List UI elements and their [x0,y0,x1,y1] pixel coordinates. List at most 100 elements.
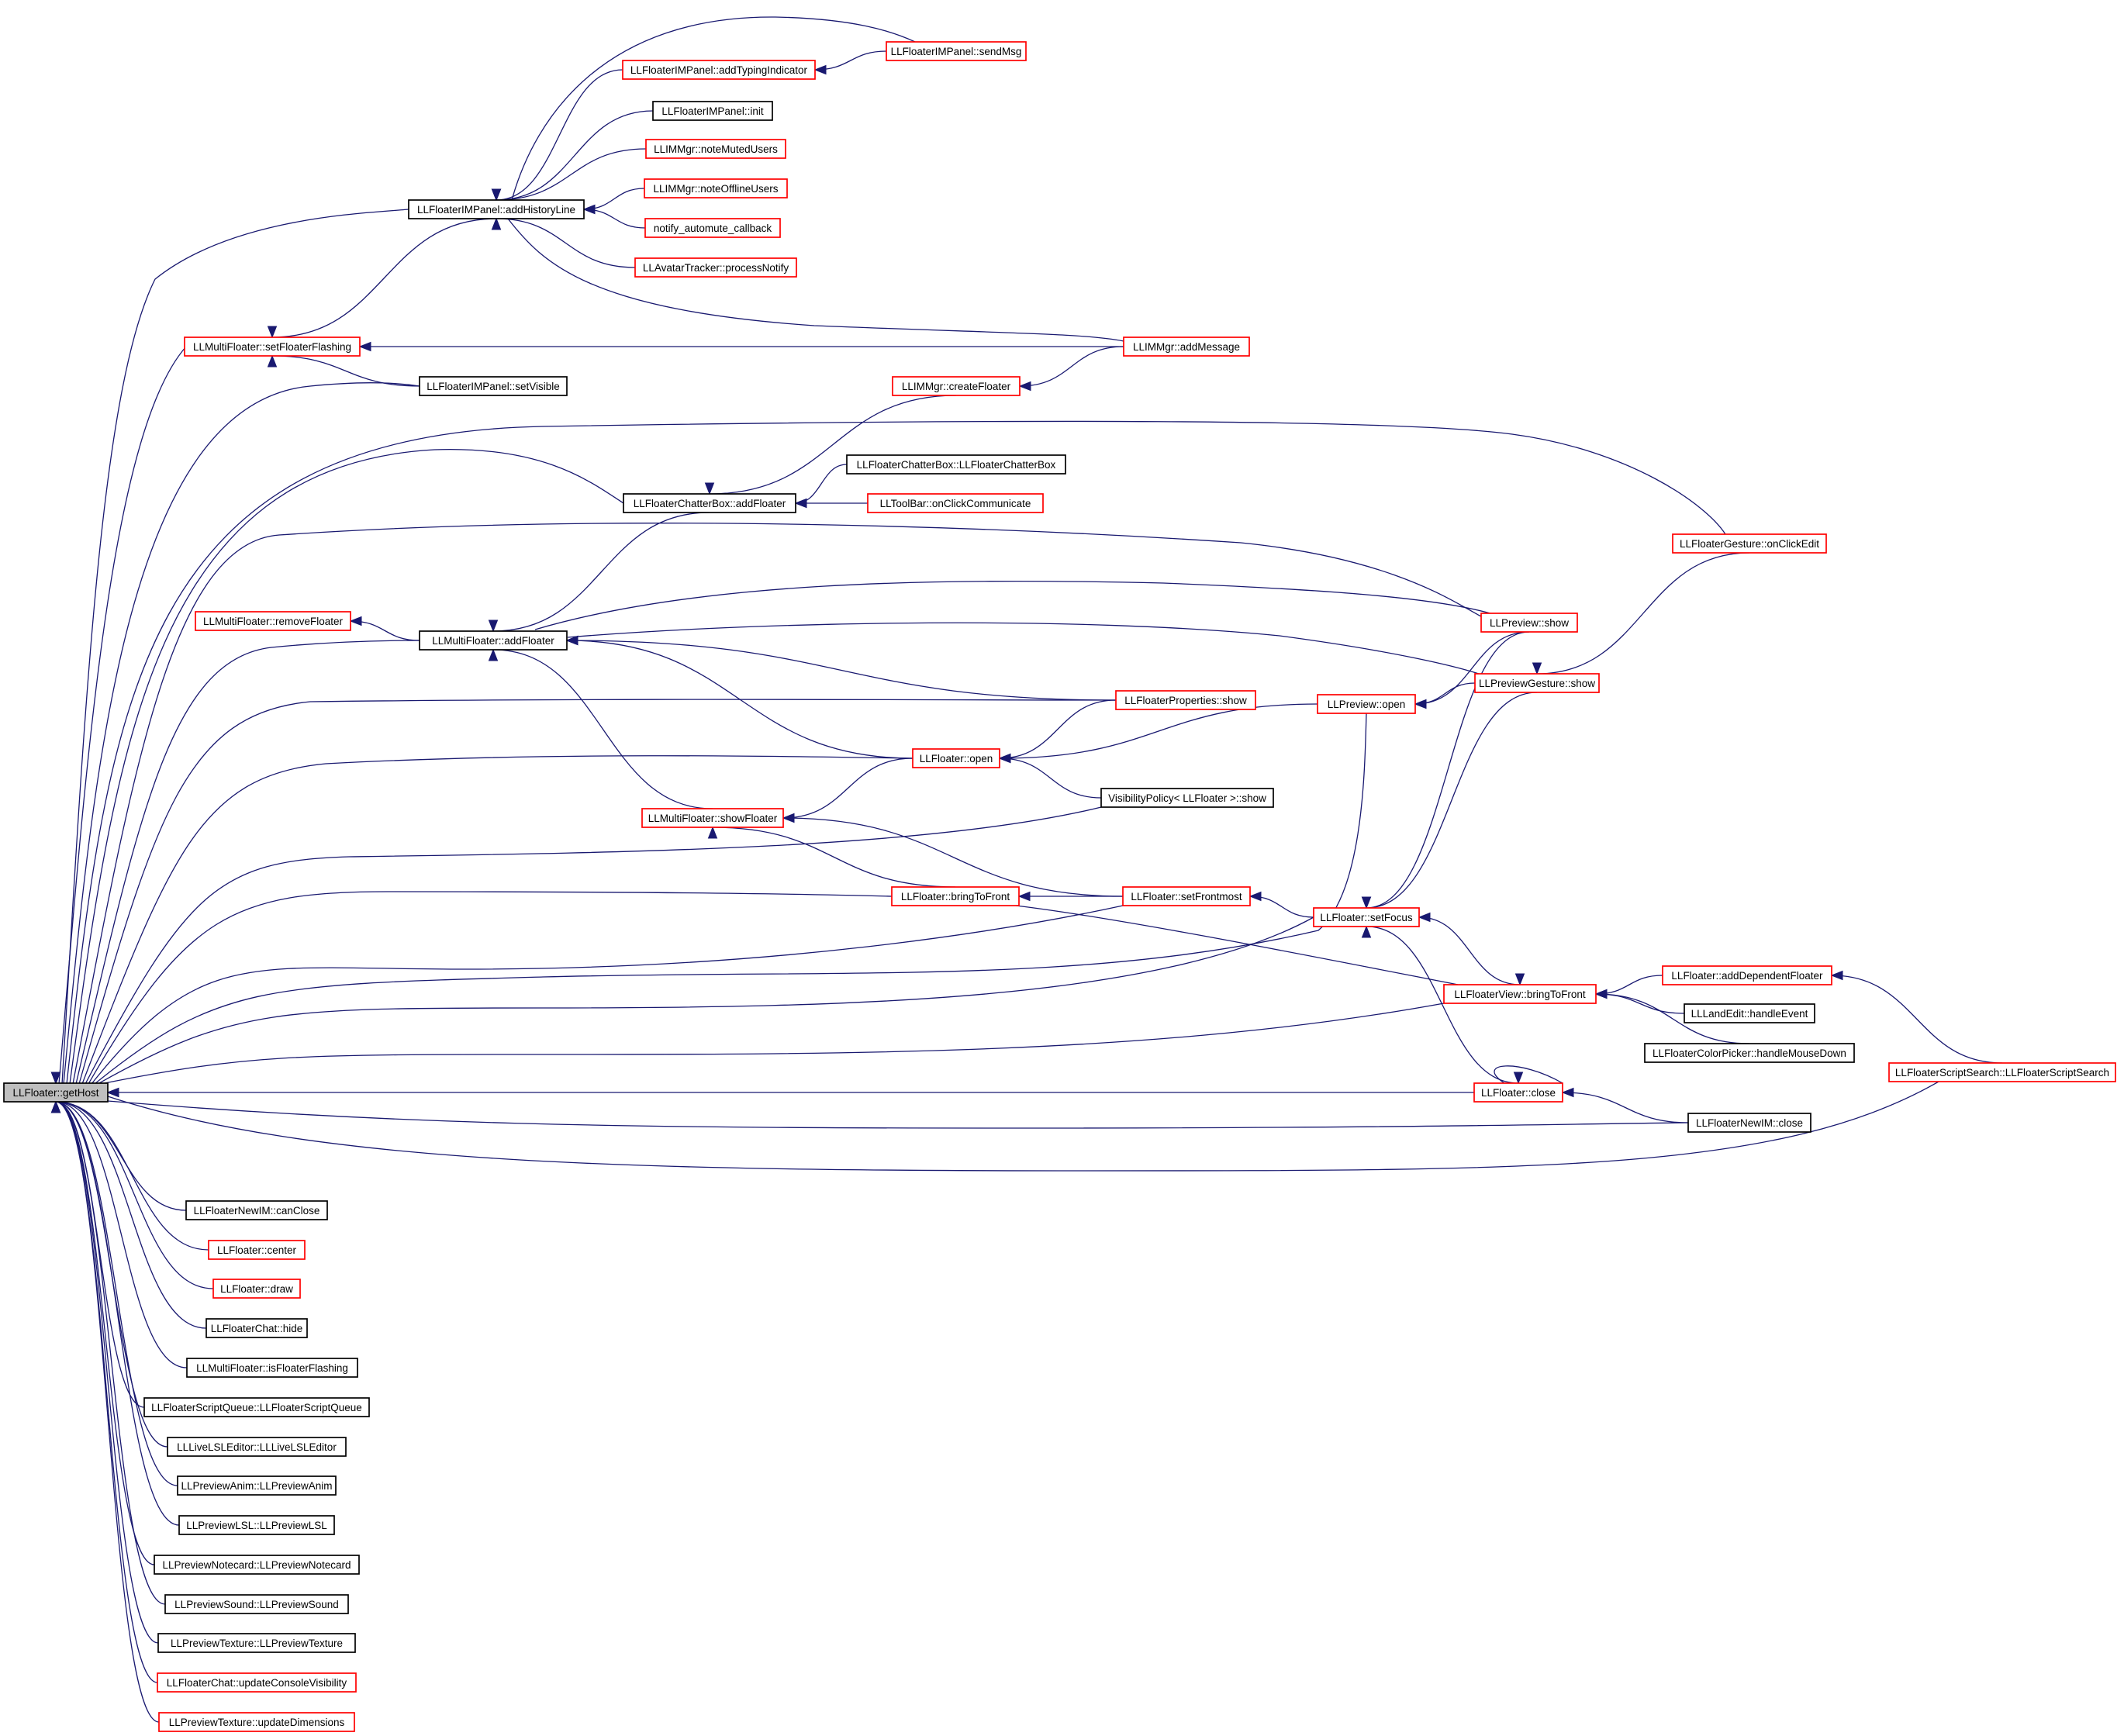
node-label: LLAvatarTracker::processNotify [643,262,789,274]
node-mfAdd[interactable]: LLMultiFloater::addFloater [419,630,568,651]
call-edge-imAddHistory-to-mfSetFlashing [267,218,497,339]
node-box [1123,337,1250,357]
node-box [867,493,1044,513]
node-label: LLPreview::show [1490,617,1569,629]
node-box [186,1358,358,1378]
call-edge-floaterOpen-to-mfAdd [565,635,913,759]
node-label: LLIMMgr::addMessage [1133,341,1240,353]
node-label: LLFloater::setFrontmost [1131,891,1242,903]
node-label: LLFloaterIMPanel::addHistoryLine [417,204,575,216]
call-edge-chatConsole-to-root [50,1100,158,1683]
node-imAddHistory[interactable]: LLFloaterIMPanel::addHistoryLine [408,199,585,219]
call-edge-scriptSearch-to-root [106,1081,1939,1172]
call-edge-previewGestureShow-to-previewOpen [1414,682,1476,709]
node-prevAnim[interactable]: LLPreviewAnim::LLPreviewAnim [177,1475,337,1496]
node-center[interactable]: LLFloater::center [208,1240,306,1260]
node-prevTexture[interactable]: LLPreviewTexture::LLPreviewTexture [157,1633,356,1653]
call-edge-previewGestureShow-to-mfAdd [565,622,1482,675]
node-mfRemove[interactable]: LLMultiFloater::removeFloater [195,611,351,631]
node-landEdit[interactable]: LLLandEdit::handleEvent [1684,1003,1815,1023]
node-addDependent[interactable]: LLFloater::addDependentFloater [1662,965,1832,985]
node-isFlashing[interactable]: LLMultiFloater::isFloaterFlashing [186,1358,358,1378]
node-prevSound[interactable]: LLPreviewSound::LLPreviewSound [164,1594,349,1614]
node-label: LLPreviewTexture::updateDimensions [169,1717,345,1728]
node-chatHide[interactable]: LLFloaterChat::hide [205,1318,308,1338]
node-prevLSL[interactable]: LLPreviewLSL::LLPreviewLSL [178,1515,335,1535]
call-edge-prevSound-to-root [50,1100,166,1605]
node-label: LLIMMgr::createFloater [902,381,1011,392]
node-label: LLMultiFloater::setFloaterFlashing [193,341,351,353]
node-box [1313,907,1420,927]
node-newIMClose[interactable]: LLFloaterNewIM::close [1687,1113,1811,1133]
node-imAddTyping[interactable]: LLFloaterIMPanel::addTypingIndicator [622,60,816,80]
call-edge-automute-to-imAddHistory [582,204,646,229]
node-bringFront[interactable]: LLFloater::bringToFront [891,886,1020,906]
node-setFocus[interactable]: LLFloater::setFocus [1313,907,1420,927]
node-imSendMsg[interactable]: LLFloaterIMPanel::sendMsg [886,41,1027,61]
node-texDims[interactable]: LLPreviewTexture::updateDimensions [158,1712,355,1732]
call-edge-mfAdd-to-root [50,640,420,1085]
arrowhead-icon [1018,381,1031,392]
node-box [622,60,816,80]
node-draw[interactable]: LLFloater::draw [212,1279,301,1299]
node-box [912,748,1000,768]
node-imInit[interactable]: LLFloaterIMPanel::init [652,101,773,121]
node-noteMuted[interactable]: LLIMMgr::noteMutedUsers [645,139,786,159]
node-chatterCtor[interactable]: LLFloaterChatterBox::LLFloaterChatterBox [846,454,1066,475]
call-edge-bringFront-to-root [50,891,893,1085]
node-chatterAdd[interactable]: LLFloaterChatterBox::addFloater [623,493,796,513]
arrowhead-icon [1361,925,1372,938]
node-mfSetFlashing[interactable]: LLMultiFloater::setFloaterFlashing [184,337,361,357]
node-box [167,1437,347,1457]
node-imCreateFloater[interactable]: LLIMMgr::createFloater [892,376,1021,396]
arrowhead-icon [1017,891,1031,902]
node-floaterClose[interactable]: LLFloater::close [1473,1082,1563,1103]
call-edge-propsShow-to-mfAdd [565,635,1117,701]
node-box [3,1082,109,1103]
node-label: LLFloater::getHost [12,1087,98,1099]
node-toolbarComm[interactable]: LLToolBar::onClickCommunicate [867,493,1044,513]
node-scriptQueue[interactable]: LLFloaterScriptQueue::LLFloaterScriptQue… [143,1397,370,1417]
node-colorPicker[interactable]: LLFloaterColorPicker::handleMouseDown [1644,1043,1855,1063]
node-label: LLLandEdit::handleEvent [1691,1008,1808,1020]
node-imSetVisible[interactable]: LLFloaterIMPanel::setVisible [419,376,568,396]
node-noteOffline[interactable]: LLIMMgr::noteOfflineUsers [644,178,788,198]
call-edge-previewOpen-to-floaterOpen [998,703,1318,764]
node-chatConsole[interactable]: LLFloaterChat::updateConsoleVisibility [157,1672,357,1693]
call-edge-floaterOpen-to-mfShow [782,758,913,823]
arrowhead-icon [1418,912,1431,923]
node-viewBringFront[interactable]: LLFloaterView::bringToFront [1443,984,1597,1004]
node-box [892,376,1021,396]
arrowhead-icon [1594,989,1608,999]
node-newIMCanClose[interactable]: LLFloaterNewIM::canClose [185,1200,328,1220]
node-previewOpen[interactable]: LLPreview::open [1317,694,1416,714]
arrowhead-icon [349,616,362,626]
node-floaterOpen[interactable]: LLFloater::open [912,748,1000,768]
node-setFrontmost[interactable]: LLFloater::setFrontmost [1122,886,1251,906]
node-label: LLPreviewSound::LLPreviewSound [174,1599,339,1610]
node-liveLSL[interactable]: LLLiveLSLEditor::LLLiveLSLEditor [167,1437,347,1457]
node-previewShow[interactable]: LLPreview::show [1480,613,1578,633]
node-label: LLFloaterColorPicker::handleMouseDown [1653,1047,1846,1059]
node-processNotify[interactable]: LLAvatarTracker::processNotify [634,257,797,278]
node-scriptSearch[interactable]: LLFloaterScriptSearch::LLFloaterScriptSe… [1888,1062,2116,1082]
node-box [652,101,773,121]
node-propsShow[interactable]: LLFloaterProperties::show [1115,690,1256,710]
node-prevNotecard[interactable]: LLPreviewNotecard::LLPreviewNotecard [154,1555,360,1575]
node-root[interactable]: LLFloater::getHost [3,1082,109,1103]
node-label: LLMultiFloater::removeFloater [203,616,344,627]
arrowhead-icon [50,1072,61,1085]
node-box [1122,886,1251,906]
node-box [185,1200,328,1220]
node-mfShow[interactable]: LLMultiFloater::showFloater [641,808,784,828]
call-edge-imSendMsg-to-imAddTyping [813,50,887,75]
node-previewGestureShow[interactable]: LLPreviewGesture::show [1474,673,1600,693]
node-label: LLFloater::draw [220,1283,293,1295]
node-imAddMessage[interactable]: LLIMMgr::addMessage [1123,337,1250,357]
node-label: LLFloater::close [1481,1087,1556,1099]
node-gestureEdit[interactable]: LLFloaterGesture::onClickEdit [1672,533,1827,554]
node-visPolicy[interactable]: VisibilityPolicy< LLFloater >::show [1100,788,1274,808]
node-box [157,1633,356,1653]
node-automute[interactable]: notify_automute_callback [644,218,781,238]
node-box [623,493,796,513]
